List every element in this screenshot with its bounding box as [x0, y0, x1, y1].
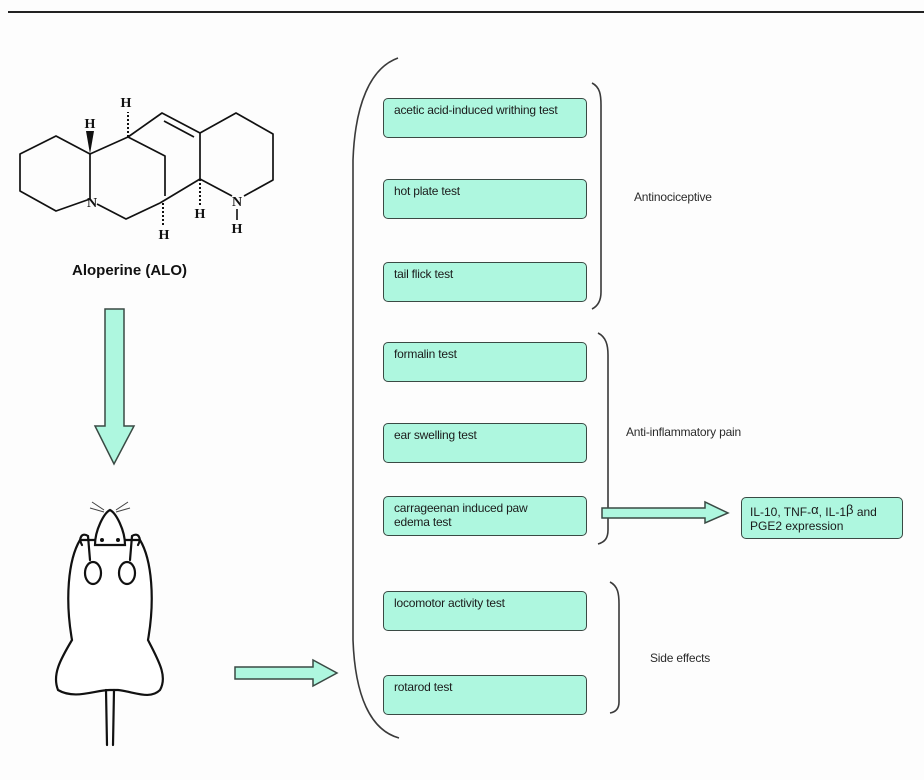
large-bracket	[352, 57, 400, 739]
group-label-side-effects: Side effects	[650, 651, 711, 665]
down-arrow-icon	[93, 308, 136, 466]
alpha-symbol: α	[811, 502, 819, 517]
mouse-ear	[83, 560, 103, 586]
result-text: IL-10, TNF-	[750, 505, 812, 519]
test-box-hot-plate: hot plate test	[383, 179, 587, 219]
test-box-rotarod: rotarod test	[383, 675, 587, 715]
atom-n: N	[87, 196, 97, 211]
test-box-formalin: formalin test	[383, 342, 587, 382]
test-box-paw-edema: carrageenan induced paw edema test	[383, 496, 587, 536]
right-arrow-icon	[234, 658, 339, 688]
mouse-paw	[128, 533, 141, 562]
bond	[159, 178, 201, 204]
bond	[199, 178, 233, 197]
bond	[199, 112, 274, 197]
bond	[89, 136, 166, 196]
brace-antinociceptive	[591, 82, 602, 310]
test-box-writhing: acetic acid-induced writhing test	[383, 98, 587, 138]
result-text: and	[853, 505, 877, 519]
brace-anti-inflammatory	[597, 332, 609, 545]
test-label: hot plate test	[394, 184, 460, 198]
result-arrow-icon	[601, 500, 730, 525]
mouse-paw	[79, 533, 92, 562]
bond	[127, 112, 201, 138]
test-box-tail-flick: tail flick test	[383, 262, 587, 302]
group-label-antinociceptive: Antinociceptive	[634, 190, 712, 204]
test-box-locomotor: locomotor activity test	[383, 591, 587, 631]
mouse-eye	[100, 538, 104, 542]
test-box-ear-swelling: ear swelling test	[383, 423, 587, 463]
mouse-tail	[104, 688, 116, 747]
atom-h: H	[195, 207, 206, 222]
mouse-head	[93, 508, 127, 547]
result-text: PGE2 expression	[750, 519, 844, 533]
compound-name: Aloperine (ALO)	[72, 262, 187, 279]
brace-side-effects	[609, 581, 620, 714]
beta-symbol: β	[846, 502, 854, 517]
test-label: locomotor activity test	[394, 596, 505, 610]
group-label-anti-inflammatory: Anti-inflammatory pain	[626, 425, 741, 439]
test-label: rotarod test	[394, 680, 453, 694]
whisker	[89, 501, 131, 513]
test-label: carrageenan induced paw edema test	[394, 501, 528, 529]
mouse-eye	[116, 538, 120, 542]
mouse-ear	[117, 560, 137, 586]
test-label: formalin test	[394, 347, 457, 361]
atom-h: H	[159, 228, 170, 243]
bond	[96, 202, 161, 220]
double-bond	[163, 120, 195, 138]
bond	[19, 135, 91, 212]
test-label: acetic acid-induced writhing test	[394, 103, 558, 117]
test-label: ear swelling test	[394, 428, 477, 442]
top-rule	[8, 11, 924, 13]
result-text: , IL-1	[818, 505, 846, 519]
mouse-body	[54, 538, 165, 697]
atom-h: H	[121, 96, 132, 111]
wedge-bond	[86, 131, 94, 154]
result-box-cytokines: IL-10, TNF-α, IL-1β and PGE2 expression	[741, 497, 903, 539]
atom-h: H	[85, 117, 96, 132]
atom-h: H	[232, 222, 243, 237]
test-label: tail flick test	[394, 267, 454, 281]
atom-n: N	[232, 195, 242, 210]
